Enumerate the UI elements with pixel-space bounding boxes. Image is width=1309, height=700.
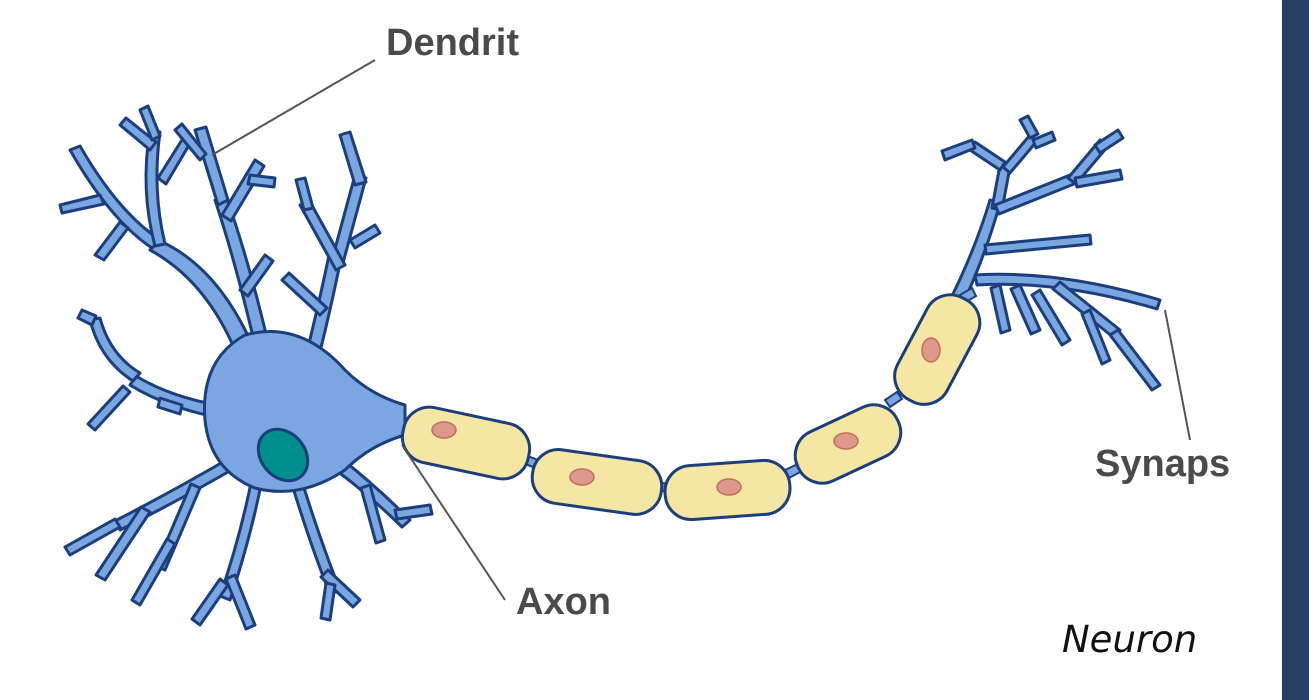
schwann-nucleus [834,433,858,449]
schwann-nucleus [922,338,940,362]
axon-terminal [942,116,1160,390]
dendrite-lower-left [65,455,240,605]
dendrite-lower [192,475,360,629]
axon-label: Axon [516,581,611,623]
synapse-leader-line [1165,310,1190,440]
neuron-diagram: Dendrit Axon Synaps [0,0,1282,700]
schwann-nucleus [717,479,741,495]
synapse-label: Synaps [1095,443,1230,485]
schwann-nucleus [570,469,594,485]
myelin-segment [398,402,535,483]
node-of-ranvier [885,392,902,407]
figure-caption: Neuron [1062,618,1197,661]
myelin-segment [529,446,665,518]
schwann-nucleus [432,422,456,438]
side-bar [1282,0,1309,700]
dendrite-label: Dendrit [386,22,519,64]
